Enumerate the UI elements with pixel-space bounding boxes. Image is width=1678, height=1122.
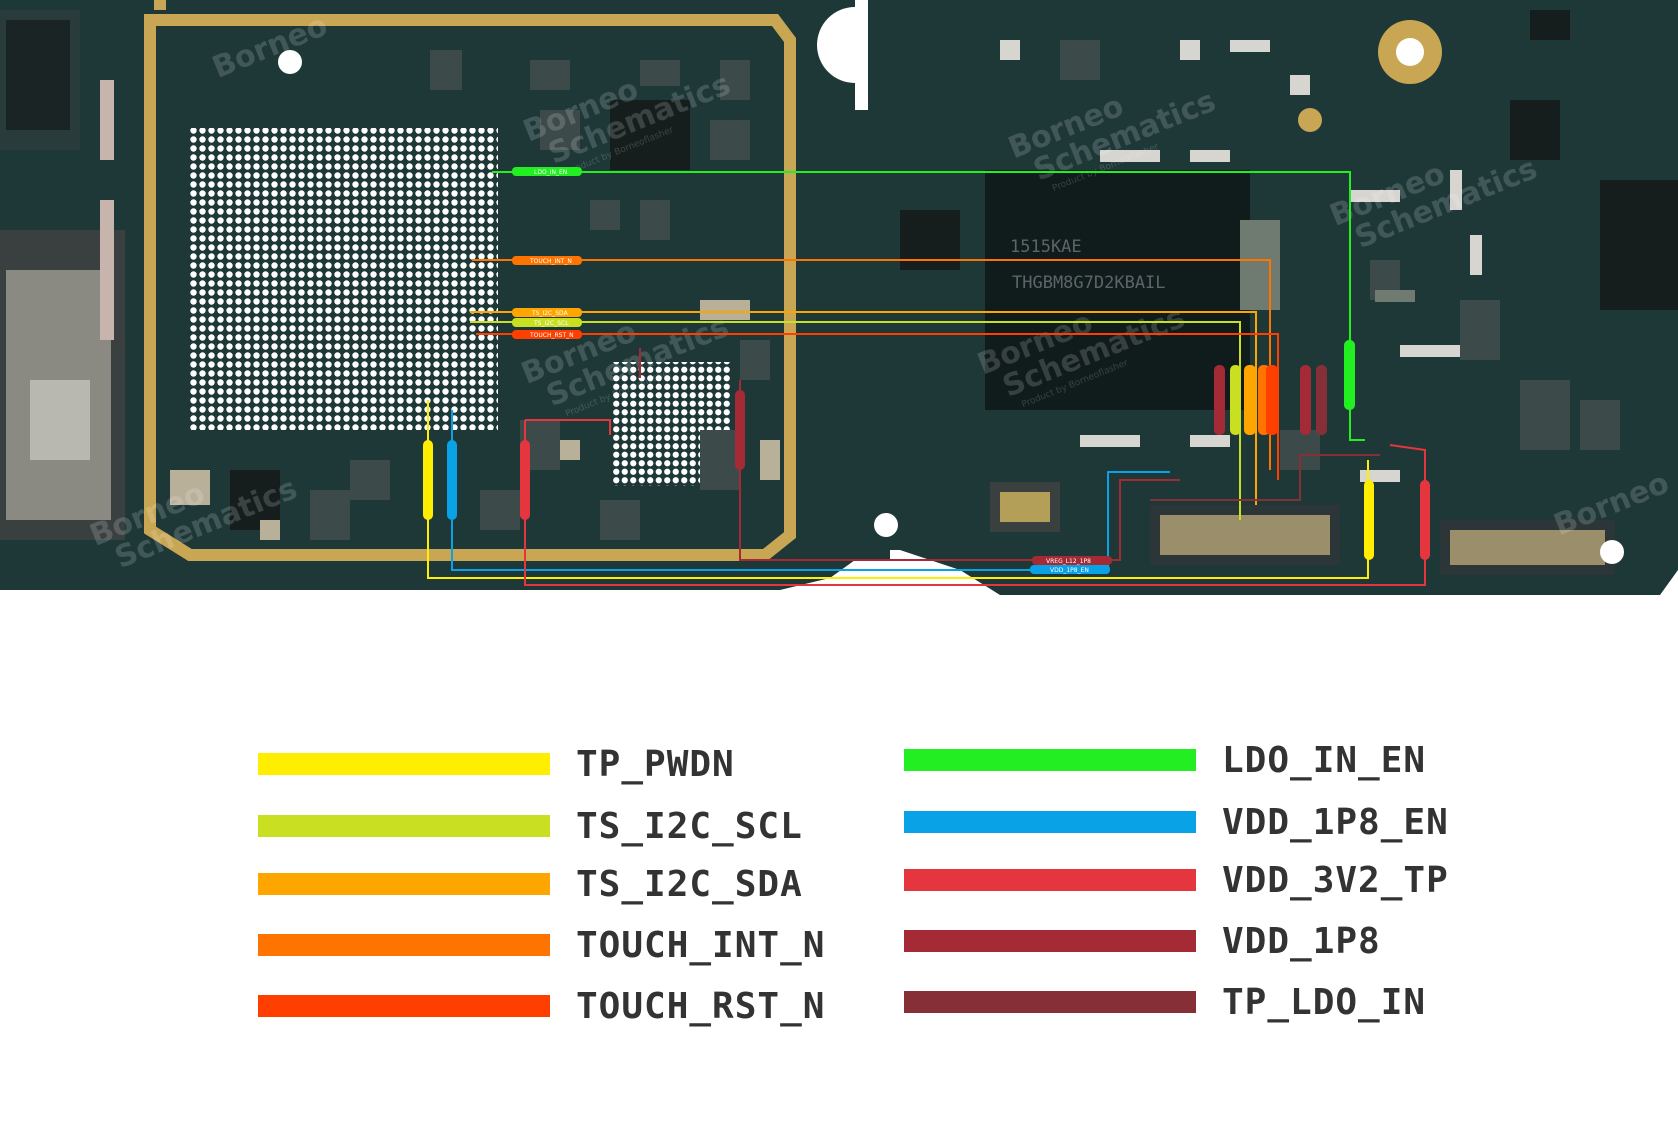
legend-item-ldo-in-en: LDO_IN_EN xyxy=(904,736,1426,784)
legend-label: VDD_1P8 xyxy=(1222,920,1381,962)
legend-item-vdd-1p8-en: VDD_1P8_EN xyxy=(904,798,1449,846)
legend-swatch xyxy=(258,995,550,1017)
legend: TP_PWDN TS_I2C_SCL TS_I2C_SDA TOUCH_INT_… xyxy=(0,640,1678,1122)
legend-label: TP_PWDN xyxy=(576,743,735,785)
legend-item-tp-ldo-in: TP_LDO_IN xyxy=(904,978,1426,1026)
svg-text:TS_I2C_SCL: TS_I2C_SCL xyxy=(533,320,569,327)
legend-label: TOUCH_INT_N xyxy=(576,924,826,966)
legend-label: TS_I2C_SCL xyxy=(576,805,803,847)
legend-label: TS_I2C_SDA xyxy=(576,863,803,905)
legend-label: LDO_IN_EN xyxy=(1222,739,1427,781)
svg-text:VDD_1P8_EN: VDD_1P8_EN xyxy=(1050,567,1089,574)
legend-label: TP_LDO_IN xyxy=(1222,981,1427,1023)
chip-marking-line1: 1515KAE xyxy=(1010,237,1082,257)
legend-item-vdd-3v2-tp: VDD_3V2_TP xyxy=(904,856,1449,904)
trace-vdd-3v2-tp xyxy=(524,419,1426,586)
trace-vdd-1p8 xyxy=(639,348,1180,561)
legend-item-vdd-1p8: VDD_1P8 xyxy=(904,917,1381,965)
trace-touch-rst-n xyxy=(476,333,1279,480)
pcb-board-diagram: 1515KAE THGBM8G7D2KBAIL xyxy=(0,0,1678,595)
gold-shield-frame xyxy=(144,14,796,561)
legend-swatch xyxy=(904,930,1196,952)
legend-item-touch-rst-n: TOUCH_RST_N xyxy=(258,982,825,1030)
svg-text:VREG_L12_1P8: VREG_L12_1P8 xyxy=(1046,558,1091,565)
legend-swatch xyxy=(904,749,1196,771)
trace-ts-i2c-sda xyxy=(470,311,1257,505)
legend-label: VDD_3V2_TP xyxy=(1222,859,1449,901)
legend-item-ts-i2c-scl: TS_I2C_SCL xyxy=(258,802,803,850)
legend-swatch xyxy=(904,991,1196,1013)
svg-text:TOUCH_RST_N: TOUCH_RST_N xyxy=(529,332,574,339)
legend-swatch xyxy=(904,869,1196,891)
legend-item-ts-i2c-sda: TS_I2C_SDA xyxy=(258,860,803,908)
emmc-chip xyxy=(985,170,1250,410)
chip-marking-line2: THGBM8G7D2KBAIL xyxy=(1012,273,1166,293)
right-board: 1515KAE THGBM8G7D2KBAIL xyxy=(850,0,1678,595)
trace-tp-ldo-in xyxy=(1150,454,1380,501)
signal-traces: LDO_IN_EN TOUCH_INT_N TS_I2C_SDA TS_I2C_… xyxy=(423,167,1430,586)
legend-swatch xyxy=(904,811,1196,833)
svg-text:LDO_IN_EN: LDO_IN_EN xyxy=(534,169,567,176)
legend-item-tp-pwdn: TP_PWDN xyxy=(258,740,735,788)
trace-ts-i2c-scl xyxy=(470,321,1241,520)
legend-swatch xyxy=(258,815,550,837)
left-board xyxy=(0,0,855,590)
legend-label: VDD_1P8_EN xyxy=(1222,801,1449,843)
trace-ldo-in-en xyxy=(492,171,1365,441)
svg-text:TS_I2C_SDA: TS_I2C_SDA xyxy=(531,310,569,317)
legend-swatch xyxy=(258,934,550,956)
svg-text:TOUCH_INT_N: TOUCH_INT_N xyxy=(529,258,572,265)
legend-swatch xyxy=(258,753,550,775)
legend-swatch xyxy=(258,873,550,895)
legend-item-touch-int-n: TOUCH_INT_N xyxy=(258,921,825,969)
legend-label: TOUCH_RST_N xyxy=(576,985,826,1027)
